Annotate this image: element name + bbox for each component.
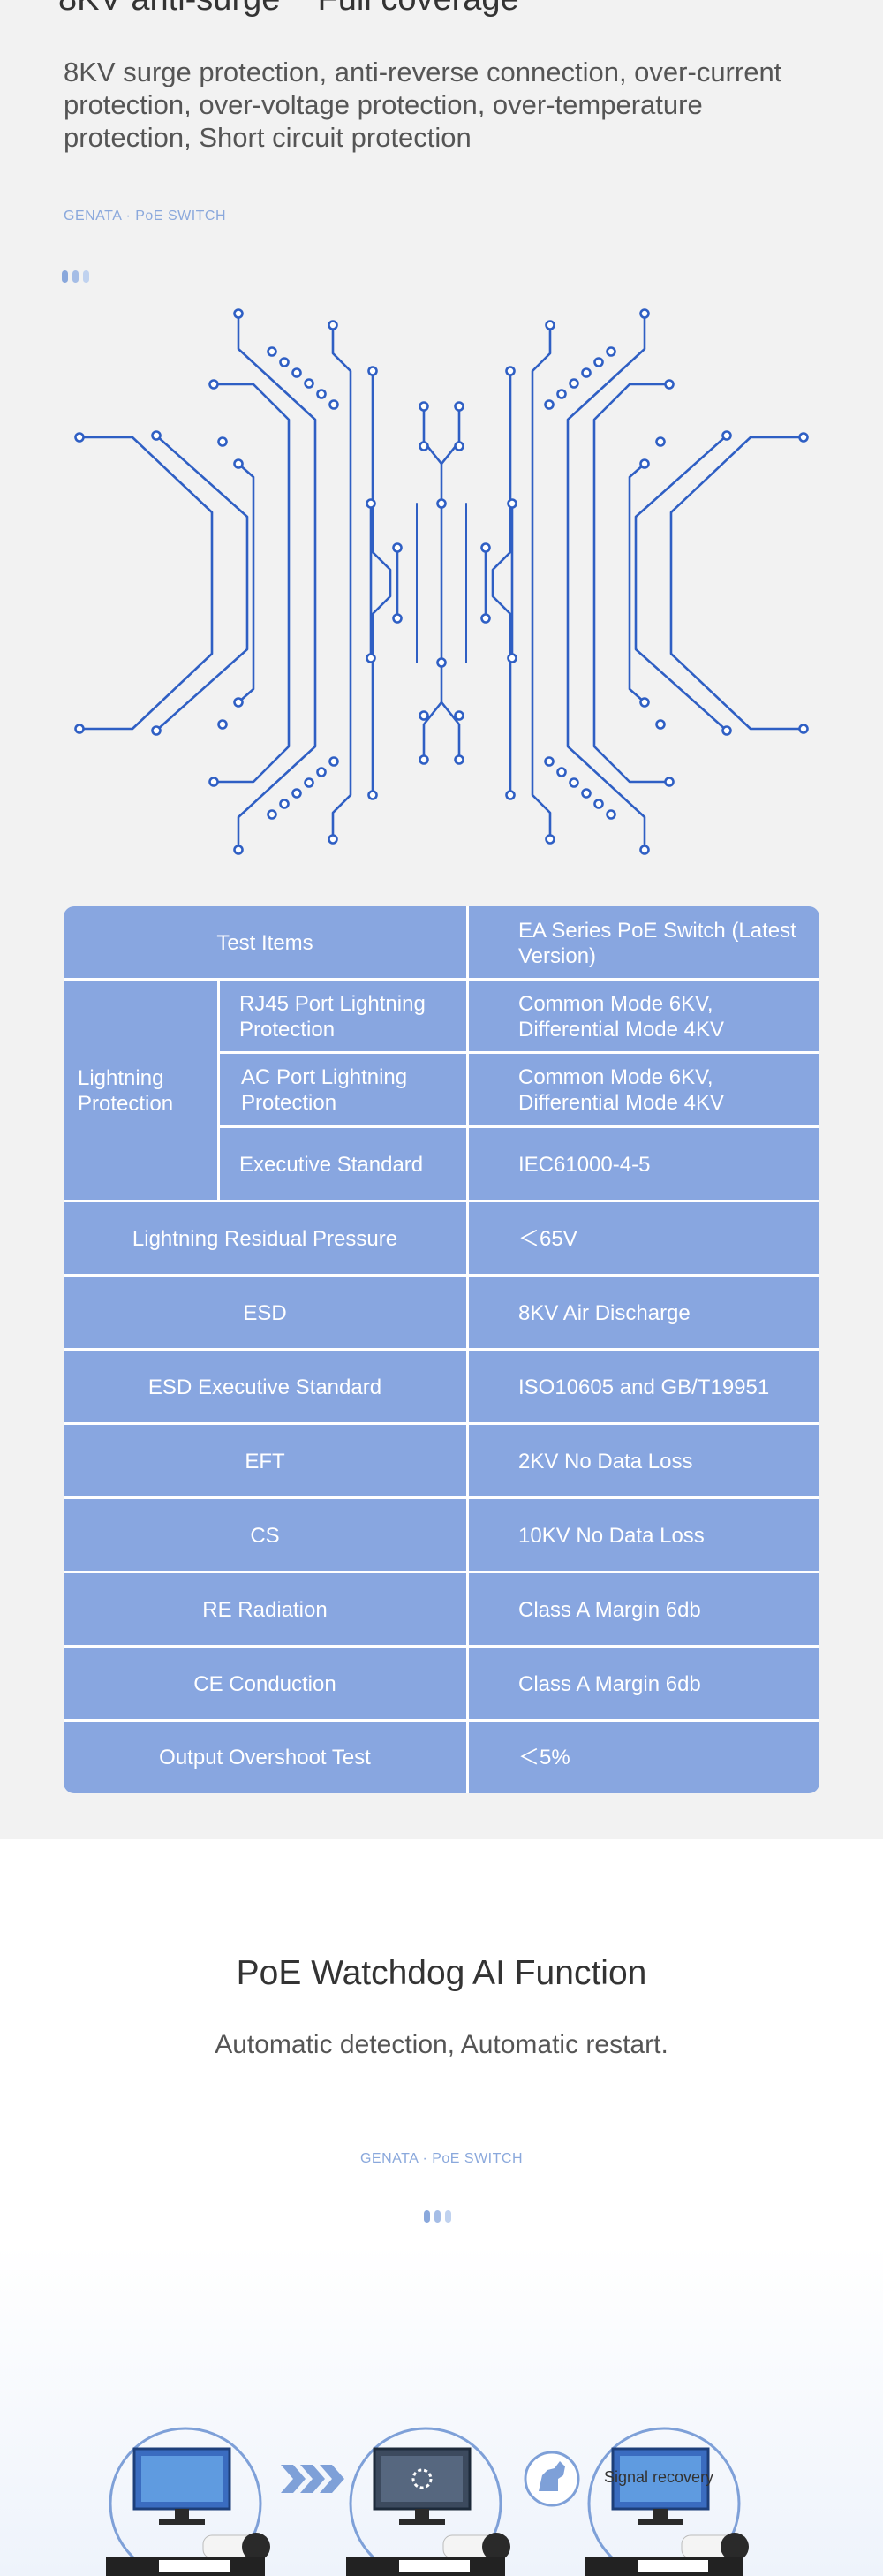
table-cell-value: Class A Margin 6db [518, 1597, 701, 1622]
table-cell-item: CS [250, 1523, 280, 1548]
watchdog-heading: PoE Watchdog AI Function [236, 1954, 647, 1992]
surge-section: 8KV anti-surge Full coverage 8KV surge p… [0, 0, 883, 1839]
table-cell-value: ISO10605 and GB/T19951 [518, 1375, 770, 1399]
table-cell-item: RJ45 Port Lightning Protection [239, 991, 426, 1042]
brand-label: GENATA · PoE SWITCH [359, 2151, 524, 2166]
watchdog-subheading: Automatic detection, Automatic restart. [215, 2030, 668, 2059]
table-header-item: Test Items [216, 931, 313, 955]
signal-recovery-label: Signal recovery [604, 2468, 713, 2486]
table-cell-item: RE Radiation [202, 1597, 328, 1622]
section-heading: 8KV anti-surge Full coverage [58, 0, 519, 19]
table-cell-value: Common Mode 6KV, Differential Mode 4KV [518, 1065, 725, 1115]
table-cell-value: IEC61000-4-5 [518, 1152, 651, 1177]
table-cell-value: 10KV No Data Loss [518, 1523, 705, 1548]
table-cell-item: Lightning Residual Pressure [132, 1226, 398, 1251]
table-divider [64, 1571, 819, 1573]
table-header-value: EA Series PoE Switch (Latest Version) [518, 918, 796, 968]
table-divider [64, 1496, 819, 1499]
circuit-board-graphic [74, 308, 809, 855]
camera-icon [442, 2533, 510, 2561]
table-cell-item: ESD [243, 1300, 287, 1325]
table-divider [64, 1422, 819, 1425]
table-cell-item: ESD Executive Standard [147, 1375, 382, 1399]
stage-1 [106, 2427, 270, 2576]
table-cell-item: EFT [245, 1449, 285, 1474]
stage-3: Signal recovery [585, 2427, 749, 2576]
loading-dots-icon [424, 2210, 451, 2223]
table-divider [217, 1051, 819, 1054]
table-divider [217, 980, 220, 1201]
table-cell-value: Common Mode 6KV, Differential Mode 4KV [518, 991, 725, 1042]
dog-icon [524, 2451, 580, 2507]
table-cell-value: 2KV No Data Loss [518, 1449, 693, 1474]
table-cell-item: Executive Standard [239, 1152, 424, 1177]
table-divider [64, 978, 819, 981]
chevron-right-icon [281, 2465, 344, 2493]
section-description: 8KV surge protection, anti-reverse conne… [64, 57, 782, 153]
table-divider [64, 1645, 819, 1648]
table-cell-value: 8KV Air Discharge [518, 1300, 691, 1325]
table-cell-item: Output Overshoot Test [159, 1745, 371, 1769]
table-divider [64, 1200, 819, 1202]
specs-table: Test Items EA Series PoE Switch (Latest … [64, 906, 819, 1793]
table-divider [64, 1274, 819, 1277]
watchdog-section: PoE Watchdog AI Function Automatic detec… [0, 1839, 883, 2576]
table-divider [217, 1125, 819, 1128]
table-cell-value: ＜5% [518, 1745, 570, 1769]
brand-label: GENATA · PoE SWITCH [64, 208, 227, 224]
watchdog-illustration: Signal recovery [106, 2427, 749, 2576]
table-cell-item: AC Port Lightning Protection [241, 1065, 408, 1115]
table-divider [64, 1719, 819, 1722]
table-cell-value: Class A Margin 6db [518, 1671, 701, 1696]
table-cell-item: CE Conduction [193, 1671, 336, 1696]
table-divider [64, 1348, 819, 1351]
table-cell-value: ＜65V [518, 1226, 577, 1251]
loading-spinner-icon [411, 2468, 433, 2489]
camera-icon [202, 2533, 270, 2561]
loading-dots-icon [62, 270, 89, 283]
stage-2 [346, 2427, 510, 2576]
lightning-group-label: Lightning Protection [78, 1065, 174, 1116]
